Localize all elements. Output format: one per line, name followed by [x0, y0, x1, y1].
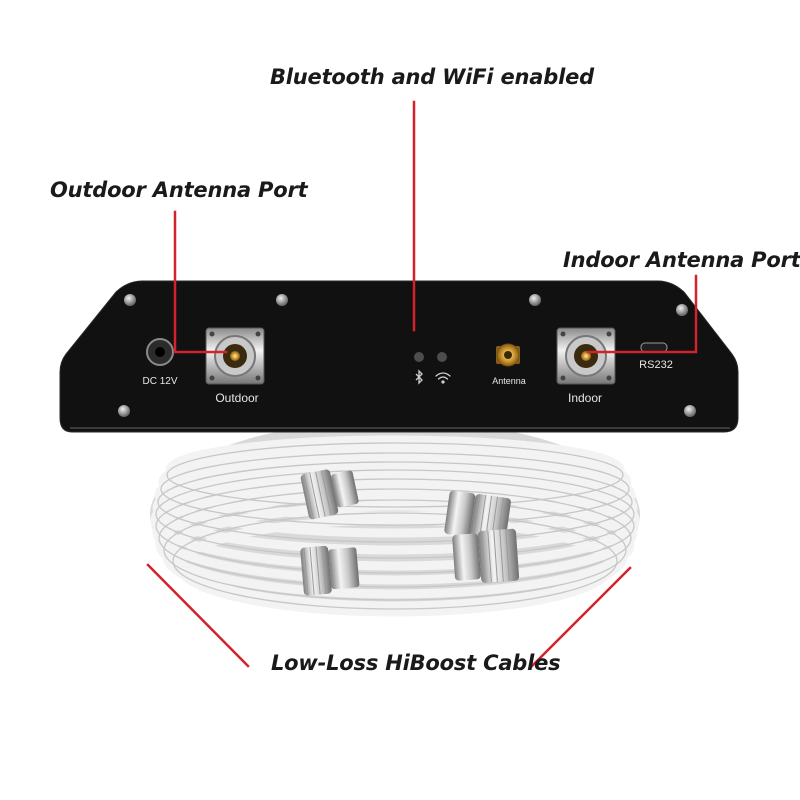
rs232-label: RS232: [639, 359, 673, 371]
indoor-label: Indoor: [568, 391, 602, 405]
screw-bottom-left: [118, 405, 130, 417]
leader-cables-right: [528, 566, 632, 670]
indoor-port: [556, 327, 616, 385]
leader-cables-left: [146, 563, 250, 668]
n-connector-bottom-left: [300, 545, 360, 596]
cable-coil: [150, 420, 640, 617]
wifi-icon: [435, 372, 451, 384]
callout-outdoor-antenna-port: Outdoor Antenna Port: [50, 178, 308, 202]
n-connector-top-left: [300, 469, 359, 520]
leader-indoor-port: [586, 274, 698, 354]
screw-top-right: [676, 304, 688, 316]
status-led-bluetooth: [414, 352, 424, 362]
callout-low-loss-cables: Low-Loss HiBoost Cables: [271, 651, 561, 675]
callout-bluetooth-wifi: Bluetooth and WiFi enabled: [270, 65, 594, 89]
screw-top-mid-left: [276, 294, 288, 306]
leader-outdoor-port: [173, 210, 228, 354]
dc-power-jack: [146, 338, 174, 366]
bluetooth-icon: [415, 369, 423, 385]
status-led-wifi: [437, 352, 447, 362]
screw-top-mid-right: [529, 294, 541, 306]
wifi-antenna-connector: [496, 343, 520, 367]
callout-indoor-antenna-port: Indoor Antenna Port: [563, 248, 800, 272]
booster-device: DC 12V Outdoor Antenna: [59, 280, 739, 433]
n-connector-bottom-right: [452, 528, 520, 583]
leader-lines: [146, 100, 698, 670]
dc-label: DC 12V: [142, 376, 177, 387]
screw-top-left: [124, 294, 136, 306]
outdoor-label: Outdoor: [215, 391, 258, 405]
screw-bottom-right: [684, 405, 696, 417]
outdoor-port: [205, 327, 265, 385]
rs232-port: [640, 342, 668, 353]
antenna-label: Antenna: [492, 376, 526, 386]
